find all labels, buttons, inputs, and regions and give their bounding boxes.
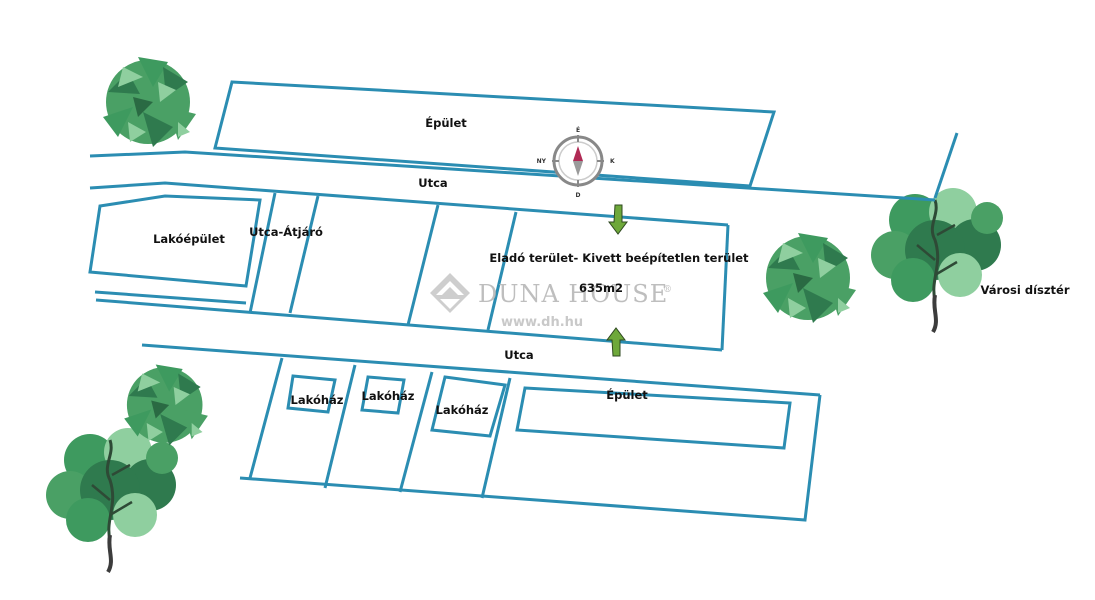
street-bottom-edge (141, 343, 821, 397)
watermark-brand: DUNA HOUSE (478, 280, 668, 308)
divider-house-1 (248, 357, 284, 479)
label-house-3: Lakóház (436, 403, 489, 417)
label-building-bottom: Épület (606, 387, 648, 402)
parcel-lines (88, 80, 959, 522)
middle-row-right-edge (720, 224, 730, 351)
label-city-park: Városi dísztér (980, 283, 1069, 297)
watermark: DUNA HOUSE ® www.dh.hu (430, 273, 673, 330)
arrow-down-icon (608, 204, 628, 235)
street-top-lower-edge (89, 181, 729, 227)
watermark-registered: ® (663, 285, 673, 295)
label-residential-building: Lakóépület (153, 232, 225, 246)
label-street-top: Utca (418, 176, 447, 190)
street-top-upper-edge (89, 150, 936, 202)
building-top-outline (213, 80, 777, 188)
label-street-bottom: Utca (504, 348, 533, 362)
compass-east-label: K (610, 158, 615, 165)
label-street-passage: Utca-Átjáró (249, 224, 323, 239)
tree-bottom-left (44, 426, 180, 574)
bottom-block-outline (239, 394, 822, 522)
arrow-up-icon (606, 327, 626, 357)
tree-right-park (869, 186, 1005, 334)
residential-building-outline (88, 194, 262, 288)
compass-south-label: D (576, 192, 581, 199)
label-building-top: Épület (425, 115, 467, 130)
house-2-outline (360, 375, 406, 415)
tree-top-left (103, 57, 196, 147)
label-house-1: Lakóház (291, 393, 344, 407)
tree-right-middle (763, 233, 856, 323)
compass-north-label: É (576, 126, 580, 134)
tree-bottom-left-leafy (124, 364, 208, 446)
house-1-outline (286, 374, 337, 414)
divider-house-2 (323, 364, 357, 489)
divider-house-3 (398, 371, 434, 493)
duna-house-logo-icon (430, 273, 470, 313)
building-bottom-outline (515, 386, 792, 450)
compass: É D K NY (537, 126, 615, 199)
divider-passage-left (248, 192, 277, 314)
label-plot-area: 635m2 (579, 281, 623, 295)
compass-needle-south (573, 161, 583, 176)
label-house-2: Lakóház (362, 389, 415, 403)
divider-passage-right (288, 195, 320, 314)
street-top-right-edge (933, 132, 959, 199)
residential-lower-line (94, 290, 247, 305)
label-plot-for-sale: Eladó terület- Kivett beépítetlen terüle… (489, 251, 749, 265)
compass-west-label: NY (537, 158, 547, 165)
divider-plot-b (486, 211, 518, 331)
house-3-outline (430, 375, 507, 438)
watermark-url: www.dh.hu (501, 315, 583, 330)
divider-house-4 (480, 377, 512, 499)
divider-plot-a (406, 204, 440, 326)
compass-needle-north (573, 146, 583, 161)
